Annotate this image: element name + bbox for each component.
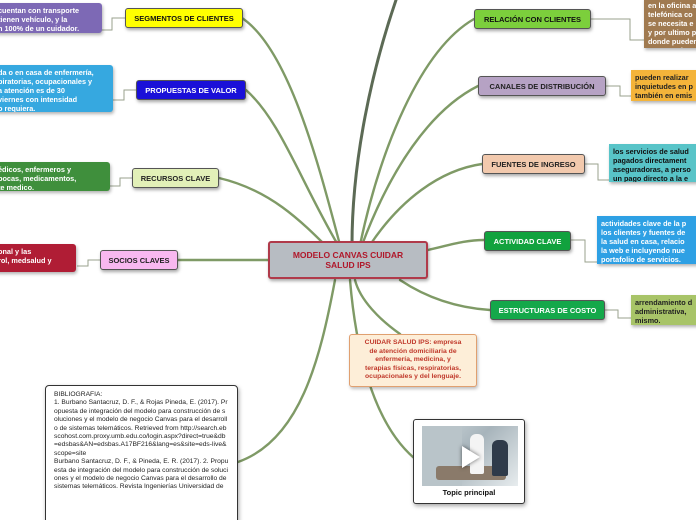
category-propuestas-de-valor[interactable]: PROPUESTAS DE VALOR: [136, 80, 246, 100]
note-propuestas[interactable]: da o en casa de enfermería, piratorias, …: [0, 65, 113, 112]
link-note-socios: [77, 259, 100, 267]
category-canales-de-distribucion[interactable]: CANALES DE DISTRIBUCIÓN: [478, 76, 606, 96]
topic-caption: Topic principal: [442, 488, 496, 497]
category-recursos-clave[interactable]: RECURSOS CLAVE: [132, 168, 219, 188]
company-description[interactable]: CUIDAR SALUD IPS: empresa de atención do…: [349, 334, 477, 387]
video-thumbnail[interactable]: [422, 426, 518, 486]
link-recursos: [217, 176, 332, 252]
link-desc: [353, 278, 402, 336]
note-canales[interactable]: pueden realizar inquietudes en p también…: [631, 70, 696, 101]
link-segmentos: [240, 16, 342, 247]
note-fuentes[interactable]: los servicios de salud pagados directame…: [609, 144, 696, 182]
link-note-fuentes: [585, 163, 609, 181]
category-estructuras-de-costo[interactable]: ESTRUCTURAS DE COSTO: [490, 300, 605, 320]
play-icon[interactable]: [462, 446, 480, 468]
link-propuestas: [244, 88, 340, 247]
link-note-relacion: [591, 18, 644, 41]
category-relacion-con-clientes[interactable]: RELACIÓN CON CLIENTES: [474, 9, 591, 29]
bibliography-box[interactable]: BIBLIOGRAFIA: 1. Burbano Santacruz, D. F…: [45, 385, 238, 520]
note-estructuras[interactable]: arrendamiento d administrativa, mismo.: [631, 295, 696, 325]
link-parent: [350, 0, 398, 247]
link-note-actividad: [571, 239, 597, 263]
central-topic[interactable]: MODELO CANVAS CUIDAR SALUD IPS: [268, 241, 428, 279]
note-recursos[interactable]: édicos, enfermeros y bocas, medicamentos…: [0, 162, 110, 191]
category-socios-claves[interactable]: SOCIOS CLAVES: [100, 250, 178, 270]
link-biblio: [236, 278, 337, 464]
topic-principal-card[interactable]: Topic principal: [413, 419, 525, 504]
link-note-estructuras: [605, 309, 631, 319]
link-note-recursos: [110, 177, 132, 187]
link-fuentes: [368, 162, 484, 247]
link-note-canales: [606, 85, 631, 97]
link-canales: [360, 84, 480, 247]
link-note-segmentos: [102, 17, 125, 31]
note-actividad[interactable]: actividades clave de la p los clientes y…: [597, 216, 696, 264]
link-relacion: [358, 17, 476, 247]
link-note-propuestas: [113, 89, 136, 101]
category-fuentes-de-ingreso[interactable]: FUENTES DE INGRESO: [482, 154, 585, 174]
category-segmentos-de-clientes[interactable]: SEGMENTOS DE CLIENTES: [125, 8, 243, 28]
note-socios[interactable]: onal y las rol, medsalud y: [0, 244, 76, 272]
category-actividad-clave[interactable]: ACTIVIDAD CLAVE: [484, 231, 571, 251]
note-segmentos[interactable]: cuentan con transporte tienen vehículo, …: [0, 3, 102, 33]
note-relacion[interactable]: en la oficina a telefónica co se necesit…: [644, 0, 696, 48]
thumbnail-caregiver: [492, 440, 508, 476]
link-actividad: [426, 238, 486, 252]
link-estructuras: [398, 278, 492, 312]
